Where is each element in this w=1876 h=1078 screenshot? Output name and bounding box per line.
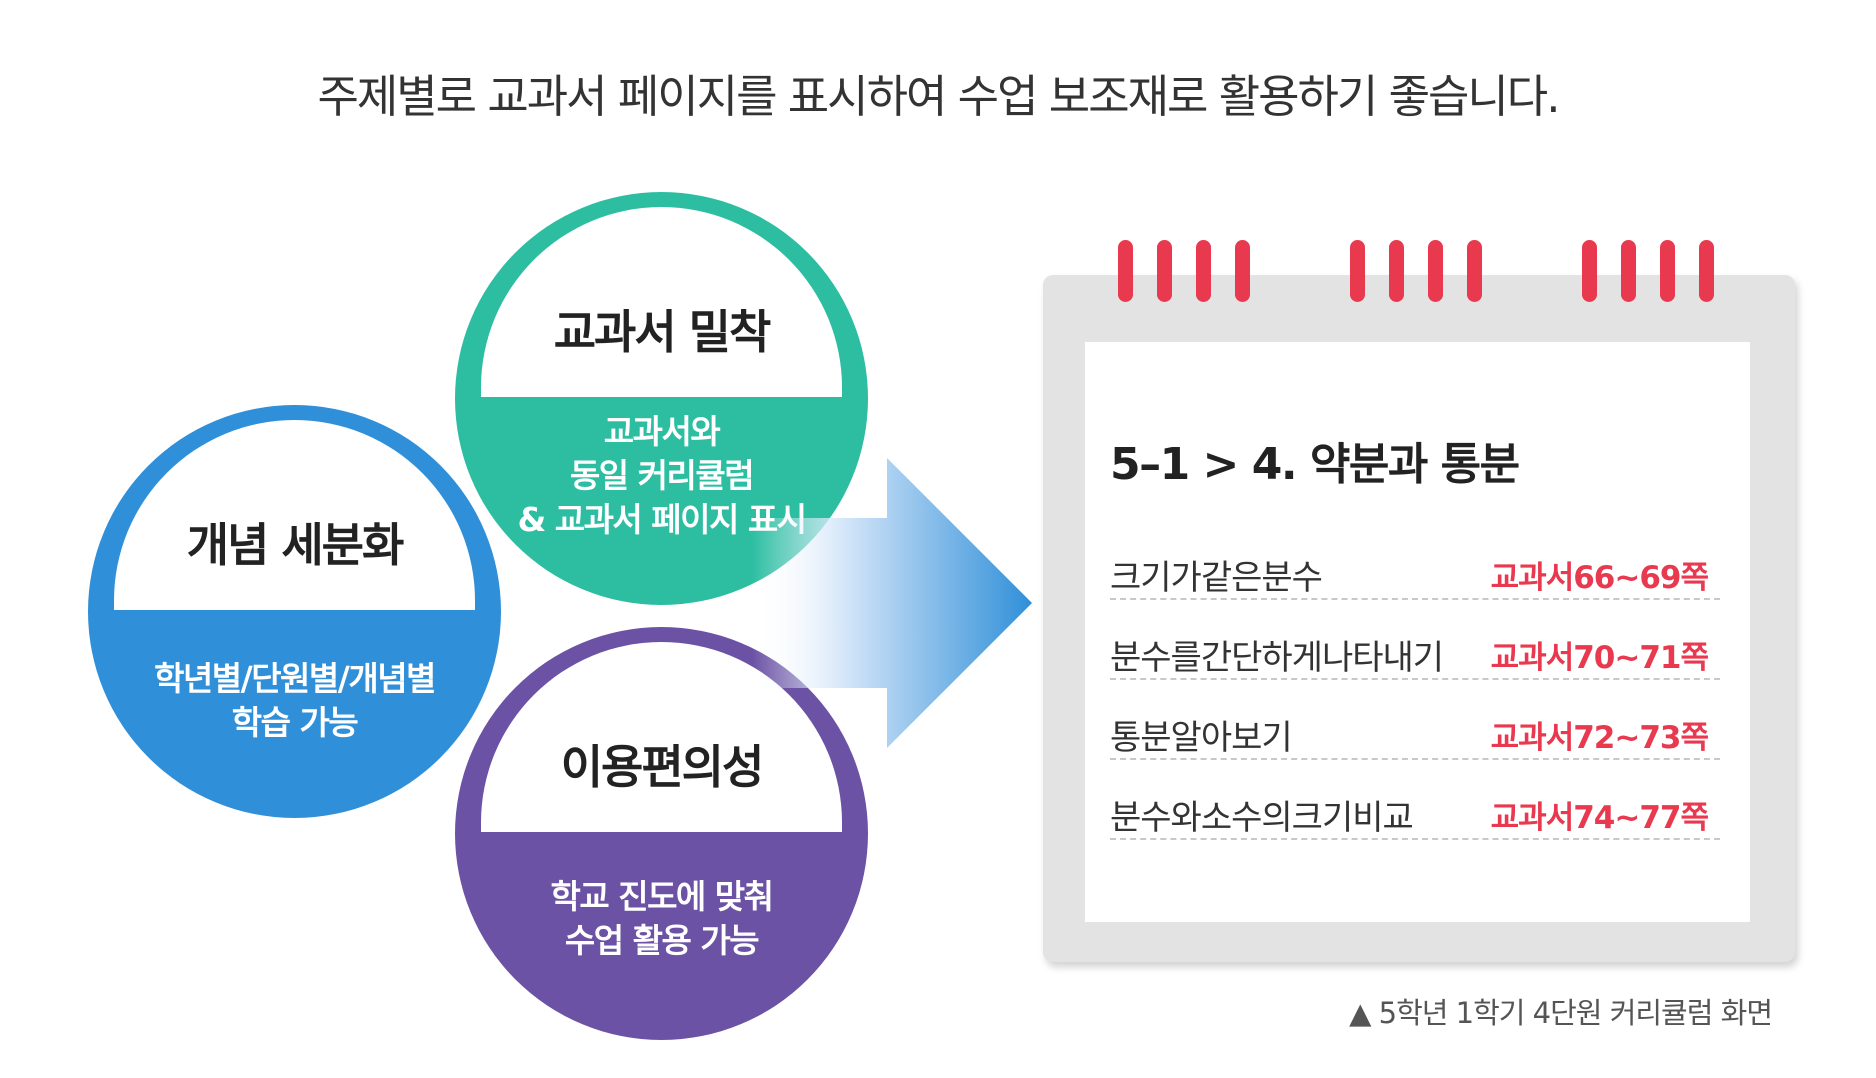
headline: 주제별로 교과서 페이지를 표시하여 수업 보조재로 활용하기 좋습니다. [317,70,1560,123]
calendar-ring [1157,240,1172,302]
feature-description: 학교 진도에 맞춰 수업 활용 가능 [455,875,868,963]
calendar-ring [1235,240,1250,302]
topic-pages: 교과서66~69쪽 [1490,560,1709,596]
topic-row: 통분알아보기 교과서72~73쪽 [1110,710,1720,760]
feature-title: 교과서 밀착 [553,305,772,359]
calendar-ring [1196,240,1211,302]
topic-name: 분수와소수의크기비교 [1110,798,1414,838]
topic-row: 분수를간단하게나타내기 교과서70~71쪽 [1110,630,1720,680]
topic-pages: 교과서72~73쪽 [1490,720,1709,756]
topic-row: 분수와소수의크기비교 교과서74~77쪽 [1110,790,1720,840]
calendar-ring [1389,240,1404,302]
calendar-ring [1428,240,1443,302]
calendar-ring [1699,240,1714,302]
calendar-title: 5–1 > 4. 약분과 통분 [1110,439,1520,490]
feature-circle-textbook: 교과서 밀착 교과서와 동일 커리큘럼 & 교과서 페이지 표시 [455,192,868,605]
calendar-ring [1350,240,1365,302]
topic-pages: 교과서70~71쪽 [1490,640,1709,676]
feature-desc-line: 학습 가능 [231,703,359,742]
feature-description: 학년별/단원별/개념별 학습 가능 [88,657,501,745]
feature-desc-line: 수업 활용 가능 [564,921,760,960]
topic-name: 통분알아보기 [1110,718,1293,758]
calendar-ring [1582,240,1597,302]
topic-name: 크기가같은분수 [1110,558,1323,598]
screen-caption: ▲ 5학년 1학기 4단원 커리큘럼 화면 [1349,996,1773,1030]
feature-desc-line: 학교 진도에 맞춰 [550,877,775,916]
feature-desc-line: 학년별/단원별/개념별 [154,659,436,698]
calendar-ring [1467,240,1482,302]
topic-row: 크기가같은분수 교과서66~69쪽 [1110,550,1720,600]
calendar-page [1085,342,1750,922]
feature-title: 이용편의성 [560,740,765,794]
feature-desc-line: 동일 커리큘럼 [569,456,755,495]
calendar-ring [1118,240,1133,302]
feature-title: 개념 세분화 [186,518,405,572]
arrow-right-icon [752,458,1032,748]
calendar-ring [1660,240,1675,302]
calendar-ring [1621,240,1636,302]
feature-desc-line: 교과서와 [603,412,721,451]
feature-circle-concept: 개념 세분화 학년별/단원별/개념별 학습 가능 [88,405,501,818]
feature-description: 교과서와 동일 커리큘럼 & 교과서 페이지 표시 [455,410,868,542]
topic-pages: 교과서74~77쪽 [1490,800,1709,836]
topic-name: 분수를간단하게나타내기 [1110,638,1444,678]
